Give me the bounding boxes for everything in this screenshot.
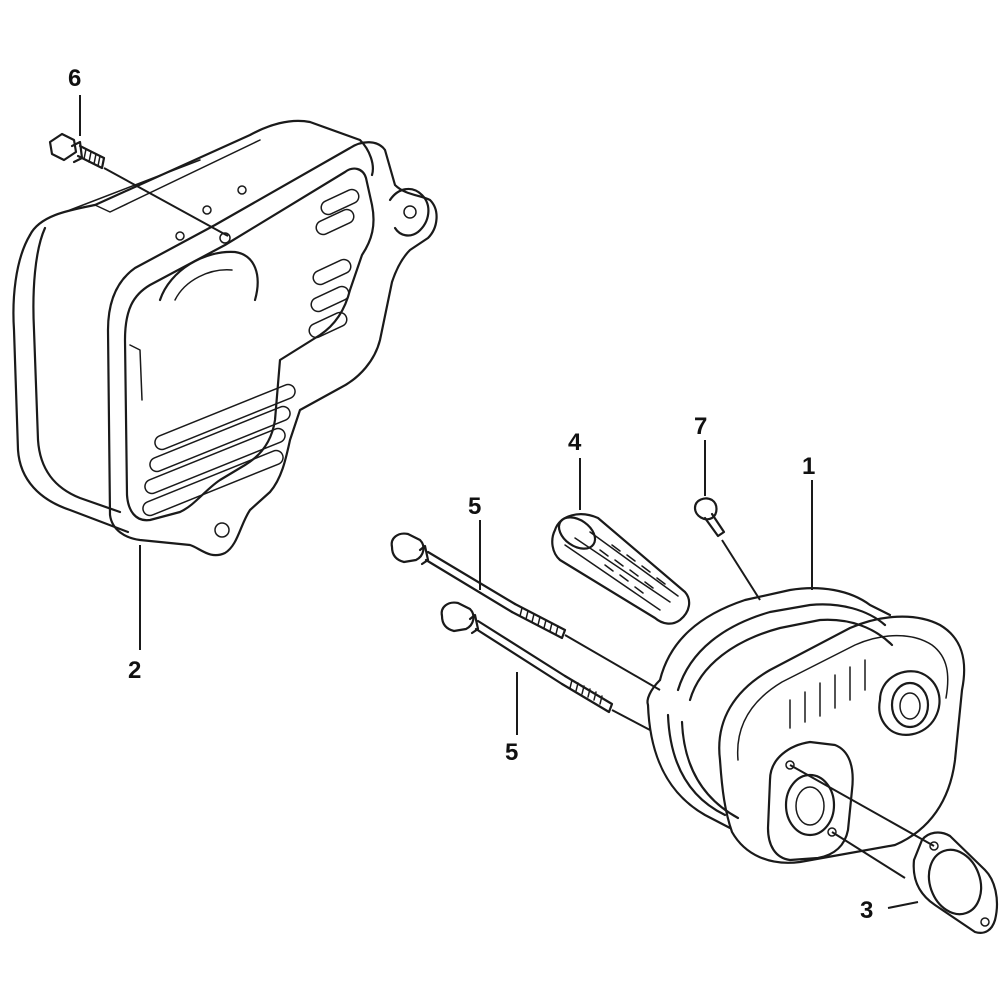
- part-flange-bolt-6: [48, 132, 106, 170]
- part-screw-7: [693, 497, 726, 538]
- part-long-bolt-upper: [390, 532, 567, 640]
- part-gasket: [912, 831, 999, 934]
- callout-1: 1: [802, 453, 815, 480]
- part-long-bolt-lower: [440, 601, 614, 714]
- callout-6: 6: [68, 65, 81, 92]
- callout-3: 3: [860, 897, 873, 924]
- part-spark-arrester: [551, 513, 691, 625]
- callout-4: 4: [568, 429, 582, 456]
- callout-7: 7: [694, 413, 707, 440]
- callout-leaders: [79, 95, 919, 909]
- part-muffler-protector: [12, 119, 438, 557]
- callout-5-lower: 5: [505, 739, 518, 766]
- callout-2: 2: [128, 657, 141, 684]
- callout-5-upper: 5: [468, 493, 481, 520]
- alignment-lines: [103, 167, 935, 879]
- part-muffler: [646, 587, 966, 864]
